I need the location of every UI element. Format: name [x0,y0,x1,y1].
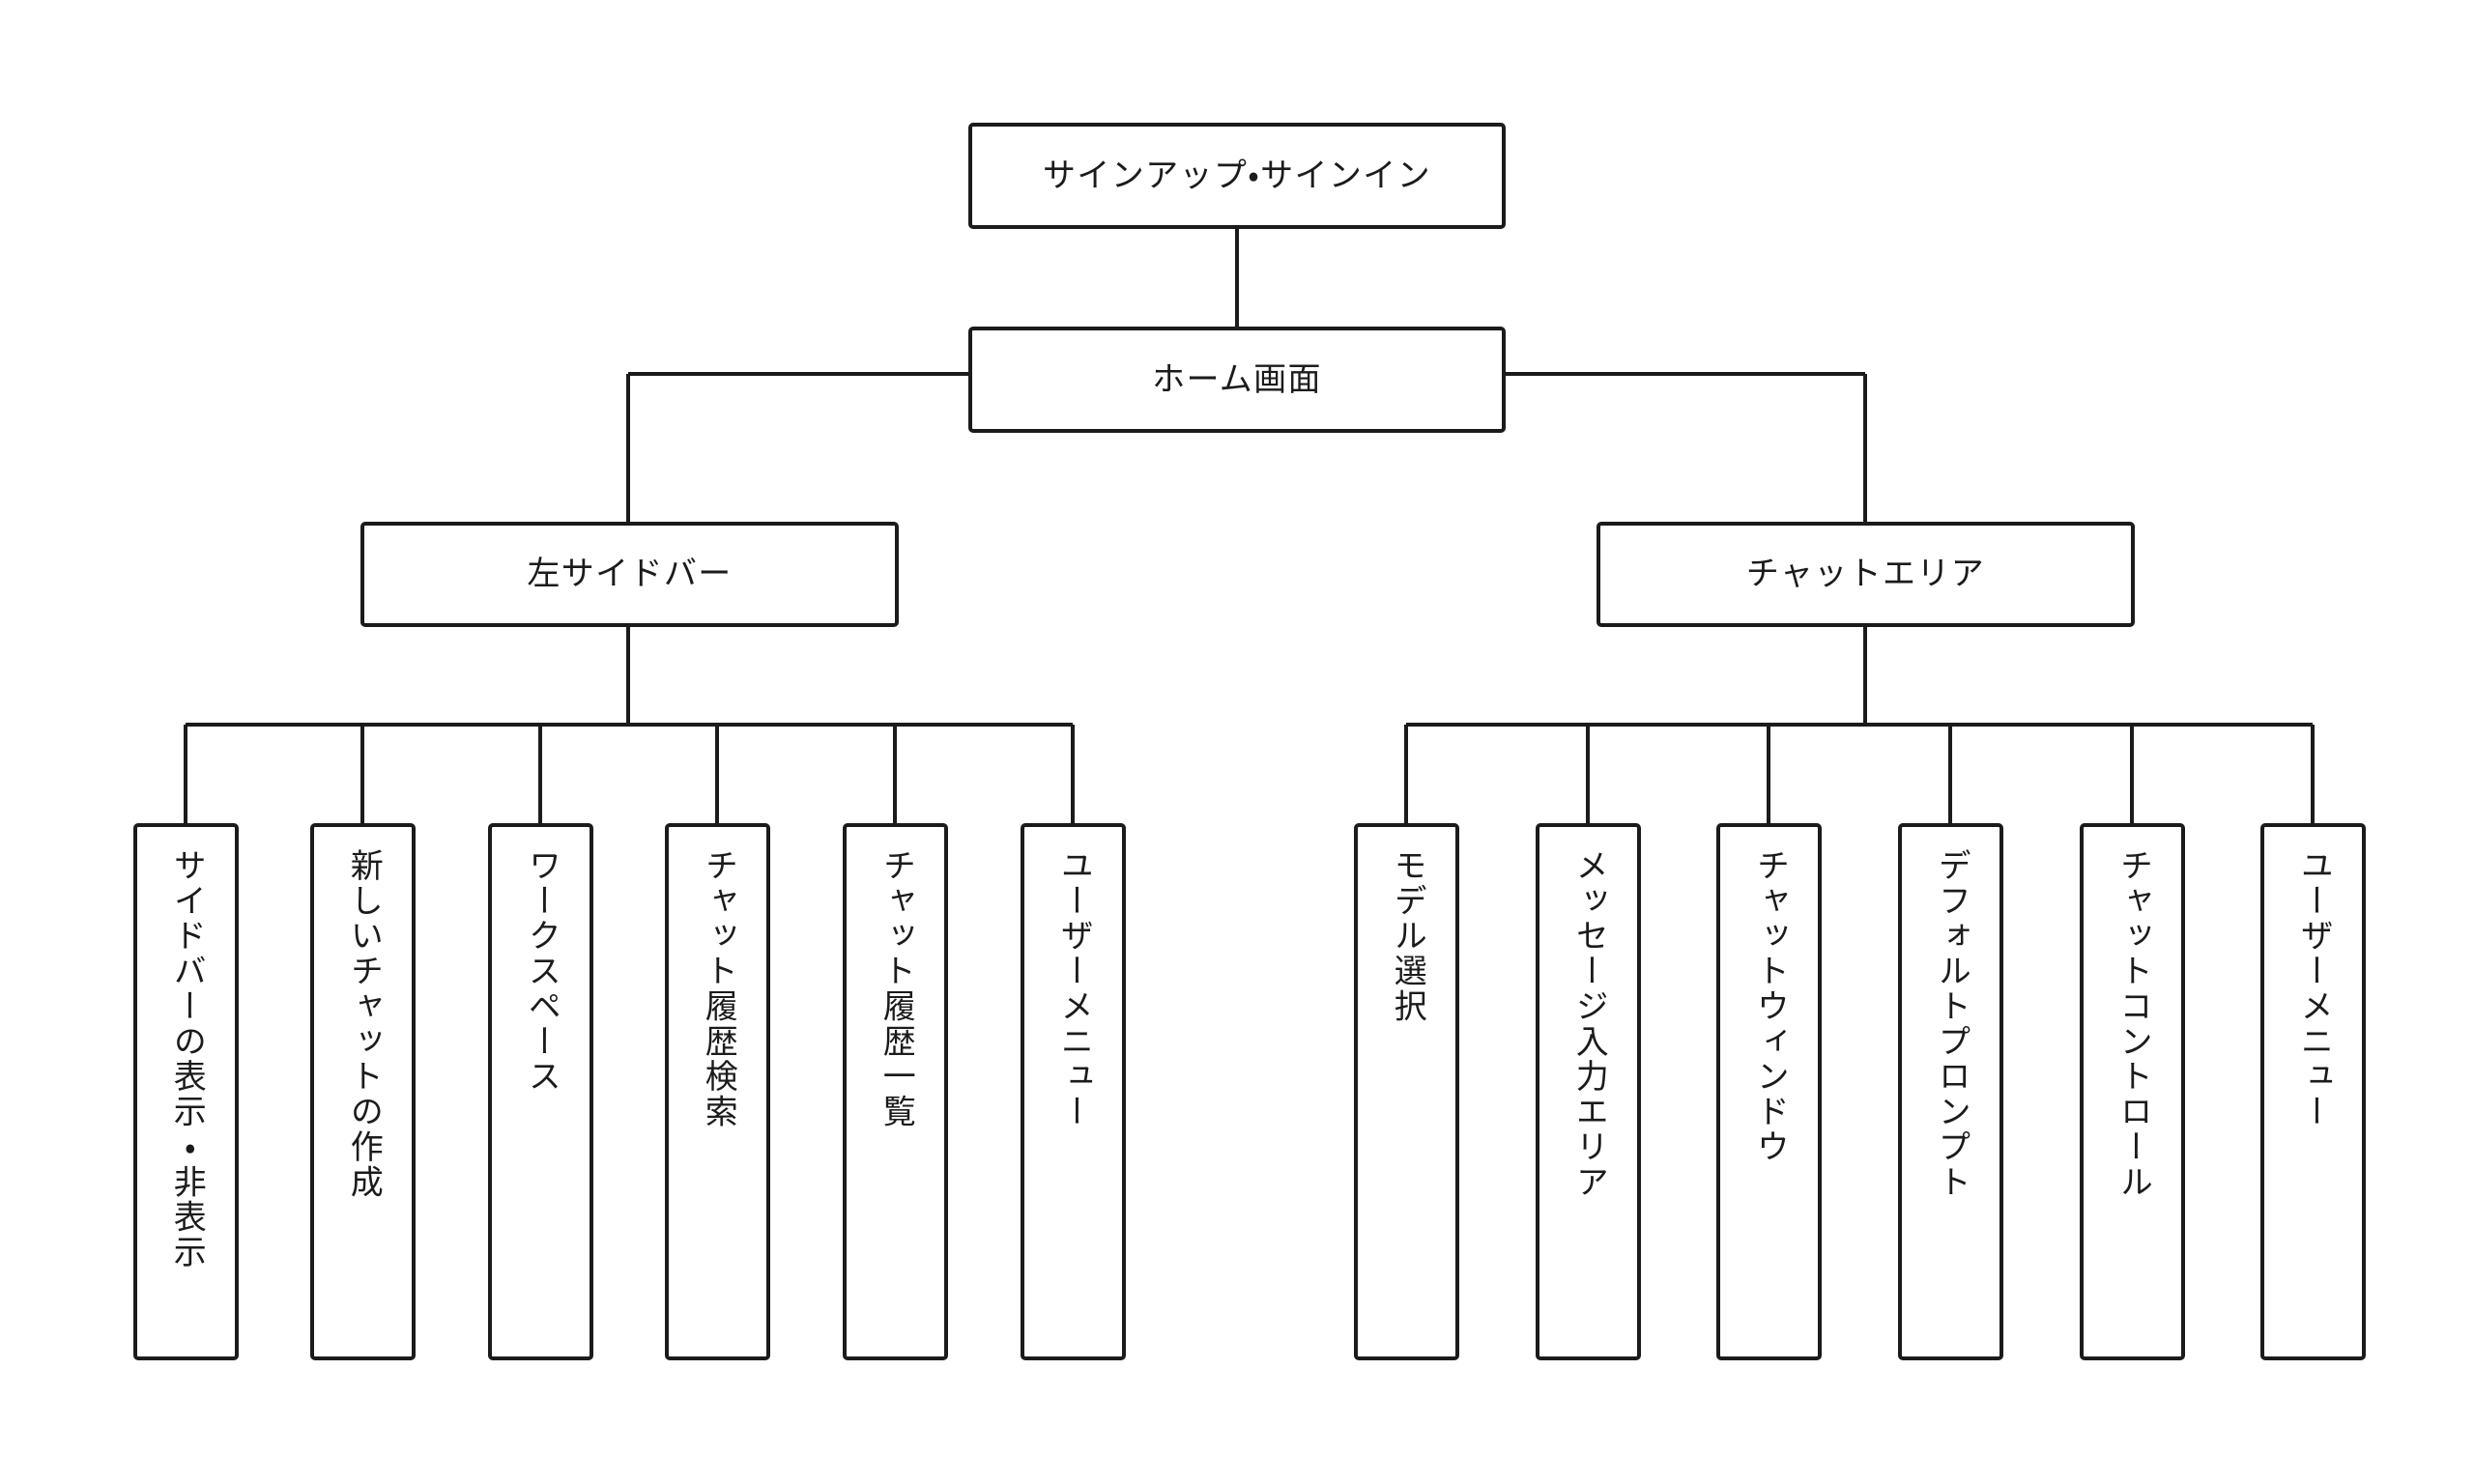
leaf-user-menu-chat-label: ユーザーメニュー [2295,848,2333,1130]
leaf-chat-window-label: チャットウィンドウ [1751,848,1789,1165]
leaf-chat-control[interactable]: チャットコントロール [2080,823,2185,1360]
leaf-default-prompt[interactable]: デフォルトプロンプト [1898,823,2003,1360]
leaf-user-menu-chat[interactable]: ユーザーメニュー [2260,823,2366,1360]
leaf-sidebar-toggle-label: サイドバーの表示・非表示 [168,848,206,1270]
leaf-chat-window[interactable]: チャットウィンドウ [1716,823,1822,1360]
leaf-new-chat-label: 新しいチャットの作成 [345,848,383,1200]
leaf-new-chat[interactable]: 新しいチャットの作成 [310,823,416,1360]
leaf-user-menu-sidebar[interactable]: ユーザーメニュー [1021,823,1126,1360]
leaf-workspace[interactable]: ワークスペース [488,823,593,1360]
node-signup-signin[interactable]: サインアップ・サインイン [968,123,1506,229]
leaf-chat-history-list-label: チャット履歴一覧 [877,848,915,1130]
leaf-model-select-label: モデル選択 [1389,848,1426,1024]
leaf-chat-history-search-label: チャット履歴検索 [700,848,737,1130]
node-left-sidebar[interactable]: 左サイドバー [360,522,899,627]
node-chat-area[interactable]: チャットエリア [1597,522,2135,627]
leaf-workspace-label: ワークスペース [523,848,561,1095]
node-home-screen-label: ホーム画面 [1152,360,1322,398]
leaf-user-menu-sidebar-label: ユーザーメニュー [1055,848,1093,1130]
leaf-sidebar-toggle[interactable]: サイドバーの表示・非表示 [133,823,239,1360]
node-home-screen[interactable]: ホーム画面 [968,327,1506,433]
leaf-chat-control-label: チャットコントロール [2114,848,2152,1200]
node-chat-area-label: チャットエリア [1745,556,1986,593]
leaf-default-prompt-label: デフォルトプロンプト [1933,848,1971,1200]
leaf-chat-history-search[interactable]: チャット履歴検索 [665,823,770,1360]
leaf-message-input-area-label: メッセージ入力エリア [1570,848,1608,1200]
node-signup-signin-label: サインアップ・サインイン [1043,157,1431,194]
leaf-chat-history-list[interactable]: チャット履歴一覧 [843,823,948,1360]
leaf-model-select[interactable]: モデル選択 [1354,823,1459,1360]
leaf-message-input-area[interactable]: メッセージ入力エリア [1536,823,1641,1360]
node-left-sidebar-label: 左サイドバー [527,556,733,593]
